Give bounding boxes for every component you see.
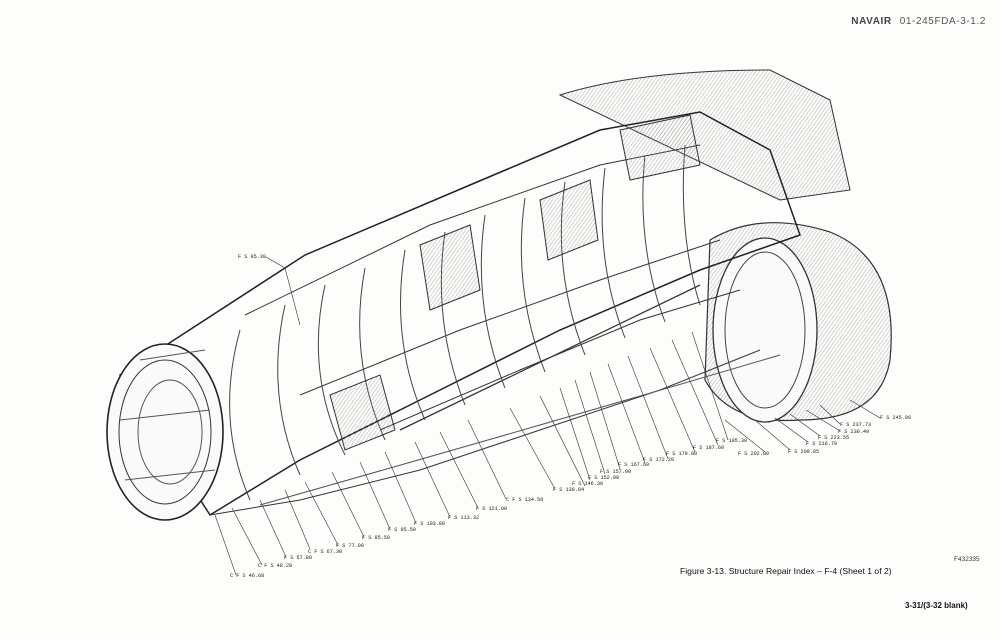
station-label-fs-245-06: F S 245.06	[880, 415, 912, 421]
station-label-fs-57-80: F S 57.80	[284, 555, 313, 561]
station-label-cfs-67-30: C F S 67.30	[308, 549, 343, 555]
station-label-fs-187-60: F S 187.60	[693, 445, 725, 451]
station-label-fs-95-50: F S 95.50	[388, 527, 417, 533]
station-label-fs-202-00: F S 202.00	[738, 451, 770, 457]
station-label-fs-179-90: F S 179.90	[666, 451, 698, 457]
station-label-fs-172-20: F S 172.20	[643, 457, 675, 463]
station-label-fs-95-30-top: F S 95.30	[238, 254, 267, 260]
figure-code: F432335	[954, 556, 980, 563]
station-label-cfs-48-28: C F S 48.28	[258, 563, 293, 569]
station-label-fs-139-84: F S 139.84	[553, 487, 585, 493]
station-label-fs-121-00: F S 121.00	[476, 506, 508, 512]
doc-number: 01-245FDA-3-1.2	[899, 16, 986, 27]
station-label-cfs-46-68: C F S 46.68	[230, 573, 265, 579]
doc-id: NAVAIR	[851, 16, 892, 27]
station-label-fs-237-73: F S 237.73	[840, 422, 872, 428]
station-label-fs-195-30: F S 195.30	[716, 438, 748, 444]
station-label-fs-152-00: F S 152.00	[588, 475, 620, 481]
station-label-fs-77-00: F S 77.00	[336, 543, 365, 549]
station-label-fs-146-30: F S 146.30	[572, 481, 604, 487]
station-label-fs-157-00: F S 157.00	[600, 469, 632, 475]
station-label-fs-113-32: F S 113.32	[448, 515, 480, 521]
document-header: NAVAIR 01-245FDA-3-1.2	[851, 16, 986, 27]
station-label-fs-167-60: F S 167.60	[618, 462, 650, 468]
station-label-fs-103-80: F S 103.80	[414, 521, 446, 527]
page-number: 3-31/(3-32 blank)	[905, 601, 968, 610]
station-label-cfs-134-50: C F S 134.50	[506, 497, 544, 503]
station-label-fs-216-70: F S 216.70	[806, 441, 838, 447]
station-label-fs-209-85: F S 209.85	[788, 449, 820, 455]
station-label-fs-85-50: F S 85.50	[362, 535, 391, 541]
station-label-fs-230-40: F S 230.40	[838, 429, 870, 435]
figure-caption: Figure 3-13. Structure Repair Index – F-…	[680, 566, 892, 576]
station-label-fs-223-55: F S 223.55	[818, 435, 850, 441]
